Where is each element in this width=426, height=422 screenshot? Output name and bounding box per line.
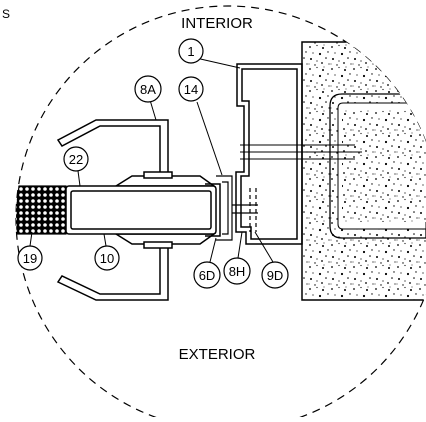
svg-text:6D: 6D (199, 268, 216, 283)
callout-8a: 8A (134, 75, 162, 103)
svg-text:19: 19 (23, 251, 37, 266)
corner-fragment: S (2, 7, 10, 21)
exterior-label: EXTERIOR (179, 346, 256, 363)
svg-text:9D: 9D (267, 268, 284, 283)
clamp-arms (56, 119, 173, 301)
callout-22: 22 (63, 146, 89, 172)
svg-text:10: 10 (100, 251, 114, 266)
svg-text:8H: 8H (229, 264, 246, 279)
svg-text:14: 14 (184, 82, 198, 97)
frame-profile (235, 63, 303, 245)
callout-8h: 8H (223, 257, 251, 285)
interior-label: INTERIOR (181, 15, 253, 32)
callout-6d: 6D (193, 261, 221, 289)
leader-lines (29, 57, 274, 263)
callout-9d: 9D (261, 261, 289, 289)
glazing-unit (65, 175, 221, 245)
callout-14: 14 (178, 76, 204, 102)
svg-text:1: 1 (187, 44, 194, 59)
concrete-wall (240, 41, 426, 301)
callout-19: 19 (17, 245, 43, 271)
anchor-clip (216, 175, 258, 241)
svg-text:8A: 8A (140, 82, 156, 97)
callout-1: 1 (178, 38, 204, 64)
svg-text:22: 22 (69, 152, 83, 167)
mesh-backer-rod (16, 185, 67, 235)
callout-10: 10 (94, 245, 120, 271)
